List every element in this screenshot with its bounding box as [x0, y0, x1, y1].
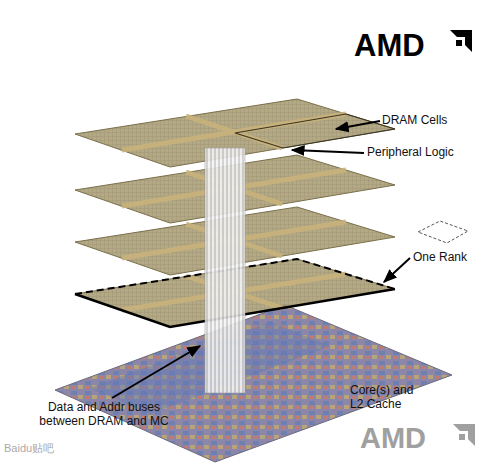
- part-label: DRAM Cells: [382, 113, 492, 127]
- tsv-bus: [205, 148, 245, 393]
- leader-arrow: [292, 150, 364, 153]
- leader-arrow: [336, 121, 380, 129]
- part-label: Peripheral Logic: [367, 145, 492, 159]
- part-label: Data and Addr buses between DRAM and MC: [34, 400, 174, 429]
- logo-text: AMD: [354, 27, 454, 64]
- leader-arrow: [384, 258, 410, 282]
- logo-mark: [453, 424, 475, 446]
- watermark: Baidu贴吧: [4, 442, 124, 455]
- rank-symbol: [418, 221, 468, 243]
- dram-cell-block: [235, 114, 395, 148]
- leader-arrow: [112, 346, 200, 398]
- logo-text: AMD: [360, 421, 460, 456]
- logo-mark: [450, 30, 472, 52]
- part-label: Core(s) and L2 Cache: [350, 383, 430, 412]
- part-label: One Rank: [413, 250, 493, 264]
